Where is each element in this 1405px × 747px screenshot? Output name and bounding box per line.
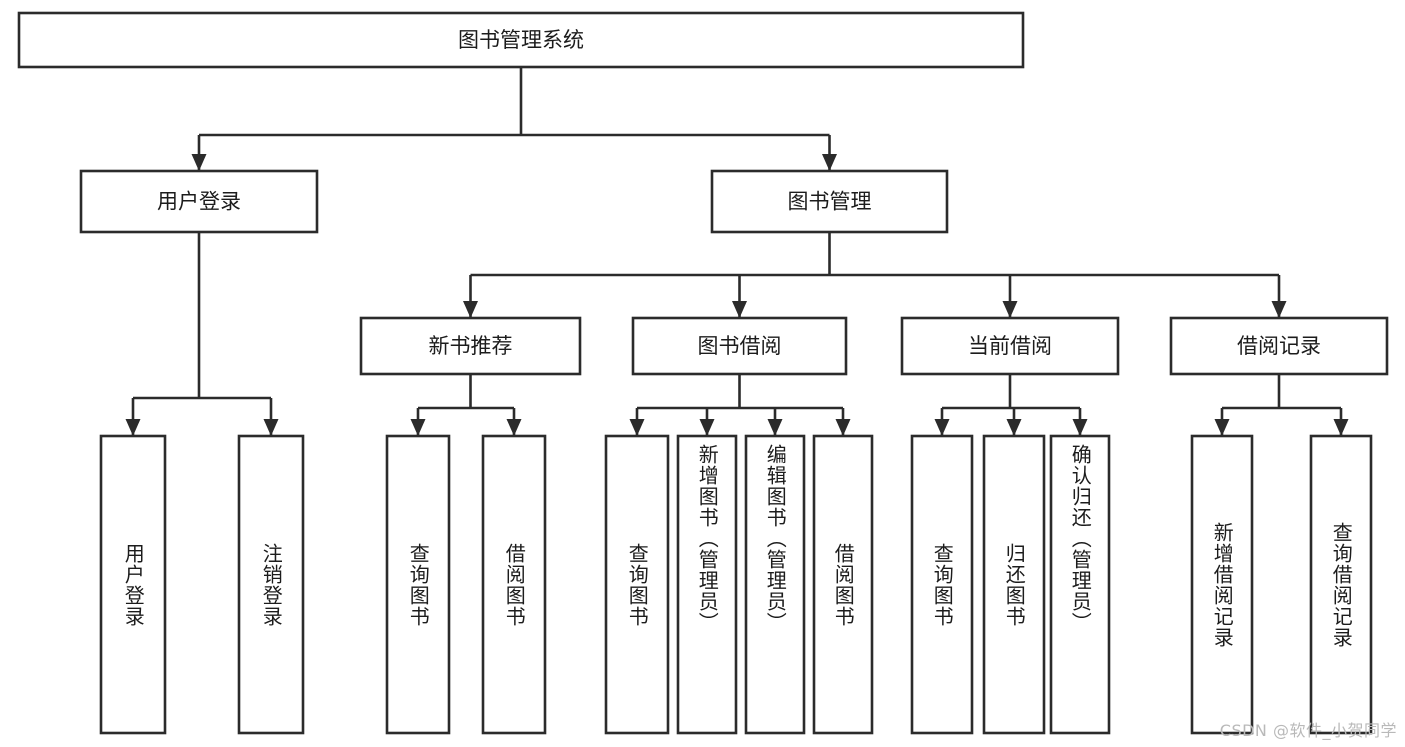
node-box-leaf-5[interactable] bbox=[676, 434, 738, 735]
watermark-text: CSDN @软件_小贺同学 bbox=[1219, 721, 1397, 740]
node-box-level3-3[interactable] bbox=[1169, 316, 1389, 376]
node-label-level2-1: 图书管理 bbox=[788, 190, 872, 214]
arrow-head-icon bbox=[699, 419, 715, 436]
arrow-head-icon bbox=[125, 419, 141, 436]
node-box-leaf-6[interactable] bbox=[744, 434, 806, 735]
node-box-leaf-7[interactable] bbox=[812, 434, 874, 735]
boxes-layer bbox=[17, 11, 1389, 735]
arrow-head-icon bbox=[1333, 419, 1349, 436]
arrow-head-icon bbox=[835, 419, 851, 436]
node-box-level2-1[interactable] bbox=[710, 169, 949, 234]
arrow-head-icon bbox=[191, 154, 207, 171]
node-label-level3-0: 新书推荐 bbox=[429, 334, 513, 358]
arrow-head-icon bbox=[822, 154, 837, 171]
node-box-leaf-10[interactable] bbox=[1049, 434, 1111, 735]
arrow-head-icon bbox=[732, 301, 747, 318]
arrow-head-icon bbox=[1214, 419, 1230, 436]
arrow-head-icon bbox=[263, 419, 279, 436]
arrow-head-icon bbox=[1002, 301, 1018, 318]
node-box-leaf-8[interactable] bbox=[910, 434, 974, 735]
node-label-level3-2: 当前借阅 bbox=[968, 334, 1052, 358]
arrow-head-icon bbox=[506, 419, 522, 436]
node-box-level3-2[interactable] bbox=[900, 316, 1120, 376]
node-box-level3-1[interactable] bbox=[631, 316, 848, 376]
node-box-level3-0[interactable] bbox=[359, 316, 582, 376]
arrow-head-icon bbox=[1006, 419, 1022, 436]
node-label-root: 图书管理系统 bbox=[458, 28, 584, 52]
node-box-leaf-0[interactable] bbox=[99, 434, 167, 735]
node-box-leaf-4[interactable] bbox=[604, 434, 670, 735]
node-box-leaf-3[interactable] bbox=[481, 434, 547, 735]
arrow-head-icon bbox=[410, 419, 426, 436]
node-box-leaf-9[interactable] bbox=[982, 434, 1046, 735]
node-label-level3-3: 借阅记录 bbox=[1237, 334, 1321, 358]
node-label-level3-1: 图书借阅 bbox=[698, 334, 782, 358]
arrow-head-icon bbox=[1271, 301, 1287, 318]
node-box-leaf-11[interactable] bbox=[1190, 434, 1254, 735]
node-box-root[interactable] bbox=[17, 11, 1025, 69]
arrow-head-icon bbox=[629, 419, 645, 436]
arrow-head-icon bbox=[767, 419, 783, 436]
arrow-head-icon bbox=[1072, 419, 1088, 436]
node-box-leaf-12[interactable] bbox=[1309, 434, 1373, 735]
node-box-leaf-1[interactable] bbox=[237, 434, 305, 735]
arrow-head-icon bbox=[934, 419, 950, 436]
arrow-head-icon bbox=[463, 301, 478, 318]
node-box-leaf-2[interactable] bbox=[385, 434, 451, 735]
node-box-level2-0[interactable] bbox=[79, 169, 319, 234]
connectors-layer bbox=[125, 67, 1349, 436]
node-label-level2-0: 用户登录 bbox=[157, 190, 241, 214]
